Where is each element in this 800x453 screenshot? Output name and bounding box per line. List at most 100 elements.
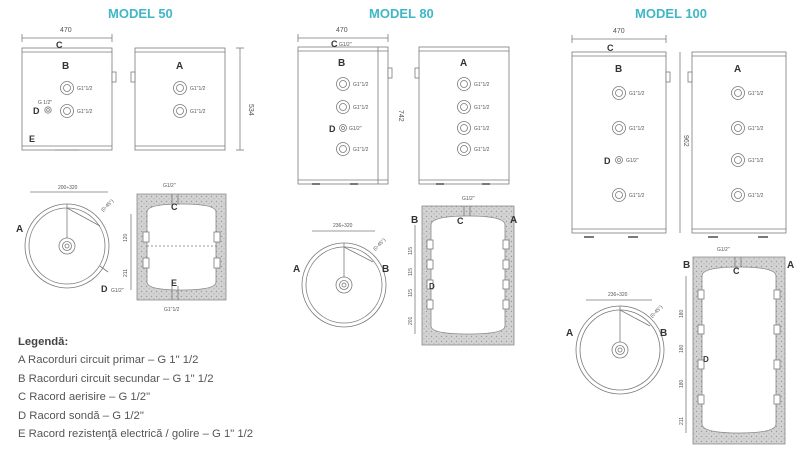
m100-height-label: 962 (682, 135, 689, 147)
m100-plan-b: B (660, 328, 667, 339)
m100-plan-width: 236÷320 (608, 292, 628, 298)
model-50-plan-view (24, 191, 110, 289)
m50-sec-top: G1/2" (163, 183, 176, 189)
model-100-front-view (571, 35, 681, 238)
model-50-title: MODEL 50 (108, 6, 173, 21)
m80-sec-d4: 201 (408, 316, 414, 325)
model-80-front-view (297, 34, 393, 185)
model-80-side-view (414, 46, 510, 185)
m50-label-b: B (62, 61, 69, 72)
m80-port-b1: G1"1/2 (353, 82, 369, 88)
m100-port-a3: G1"1/2 (748, 158, 764, 164)
m100-port-b2: G1"1/2 (629, 126, 645, 132)
m80-label-b: B (338, 58, 345, 69)
model-100-title: MODEL 100 (635, 6, 708, 21)
legend-item-a: A Racorduri circuit primar – G 1" 1/2 (18, 354, 199, 367)
m50-sec-e: E (171, 278, 177, 288)
m50-d-g: G 1/2" (38, 100, 52, 106)
model-50-front-view (21, 34, 117, 151)
m80-width-label: 470 (336, 27, 348, 34)
m50-label-c: C (56, 40, 63, 50)
model-80-plan-view (301, 230, 387, 328)
m50-port-a1: G1"1/2 (190, 86, 206, 92)
m80-label-c: C (331, 39, 338, 49)
m80-label-d: D (329, 124, 336, 134)
legend-title: Legendă: (18, 336, 69, 348)
m100-sec-d: D (703, 355, 709, 364)
legend: Legendă: A Racorduri circuit primar – G … (18, 333, 253, 443)
m80-c-g: G1/2" (339, 42, 352, 48)
m100-sec-d1: 180 (679, 309, 685, 318)
m50-sec-d2: 211 (123, 269, 129, 277)
model-100-plan-view (575, 299, 665, 395)
m50-port-b1: G1"1/2 (77, 86, 93, 92)
m100-label-b: B (615, 64, 622, 75)
m100-sec-d3: 180 (679, 379, 685, 388)
m80-plan-a: A (293, 264, 300, 275)
m80-d-g: G1/2" (349, 126, 362, 132)
m80-port-a4: G1"1/2 (474, 147, 490, 153)
m100-label-a: A (734, 64, 741, 75)
m100-sec-d4: 211 (679, 417, 685, 425)
m100-plan-angle: (0-45°) (649, 304, 664, 319)
m80-sec-c: C (457, 216, 464, 226)
m50-plan-angle: (0-45°) (100, 198, 115, 213)
m100-sec-top: G1/2" (717, 247, 730, 253)
m50-plan-width: 200÷320 (58, 185, 78, 191)
model-100-section-view (685, 256, 786, 445)
model-80-title: MODEL 80 (369, 6, 434, 21)
m80-port-a1: G1"1/2 (474, 82, 490, 88)
m80-port-b3: G1"1/2 (353, 147, 369, 153)
m80-sec-top: G1/2" (462, 196, 475, 202)
m100-port-b1: G1"1/2 (629, 91, 645, 97)
model-50-side-view (130, 47, 244, 151)
m50-port-b2: G1"1/2 (77, 109, 93, 115)
m100-d-g: G1/2" (626, 158, 639, 164)
m80-port-b2: G1"1/2 (353, 105, 369, 111)
m100-sec-c: C (733, 266, 740, 276)
legend-item-e: E Racord rezistenţă electrică / golire –… (18, 428, 254, 441)
m100-sec-a: A (787, 260, 794, 271)
m80-sec-d3: 115 (408, 289, 414, 297)
m80-label-a: A (460, 58, 467, 69)
m80-port-a2: G1"1/2 (474, 105, 490, 111)
m80-sec-b: B (411, 215, 418, 226)
legend-item-b: B Racorduri circuit secundar – G 1" 1/2 (18, 372, 214, 385)
m50-plan-dg: G1/2" (111, 288, 124, 294)
m80-height-label: 742 (397, 110, 404, 122)
m80-sec-d: D (429, 282, 435, 291)
m80-plan-b: B (382, 264, 389, 275)
m80-plan-width: 236÷320 (333, 223, 353, 229)
m100-port-b3: G1"1/2 (629, 193, 645, 199)
legend-item-d: D Racord sondă – G 1/2" (18, 409, 144, 422)
m80-sec-a: A (510, 215, 517, 226)
m100-label-c: C (607, 43, 614, 53)
m100-width-label: 470 (613, 28, 625, 35)
m50-width-label: 470 (60, 27, 72, 34)
m50-sec-bot: G1"1/2 (164, 307, 180, 313)
model-80-section-view (414, 205, 515, 346)
m50-label-e: E (29, 134, 35, 144)
model-50-section-view (130, 193, 227, 301)
m100-port-a2: G1"1/2 (748, 126, 764, 132)
m50-height-label: 534 (247, 104, 254, 116)
m80-plan-angle: (0-45°) (372, 237, 387, 252)
m50-label-a: A (176, 61, 183, 72)
m80-port-a3: G1"1/2 (474, 126, 490, 132)
model-100-side-view (687, 51, 787, 238)
m100-sec-d2: 180 (679, 344, 685, 353)
m80-sec-d2: 115 (408, 268, 414, 276)
m50-plan-d: D (101, 284, 108, 294)
legend-item-c: C Racord aerisire – G 1/2" (18, 391, 151, 404)
m50-sec-c: C (171, 202, 178, 212)
m50-sec-d1: 120 (123, 233, 129, 242)
m100-port-a4: G1"1/2 (748, 193, 764, 199)
m100-port-a1: G1"1/2 (748, 91, 764, 97)
m80-sec-d1: 115 (408, 247, 414, 255)
m100-label-d: D (604, 156, 611, 166)
m100-sec-b: B (683, 260, 690, 271)
m100-plan-a: A (566, 328, 573, 339)
m50-plan-a: A (16, 224, 23, 235)
m50-port-a2: G1"1/2 (190, 109, 206, 115)
